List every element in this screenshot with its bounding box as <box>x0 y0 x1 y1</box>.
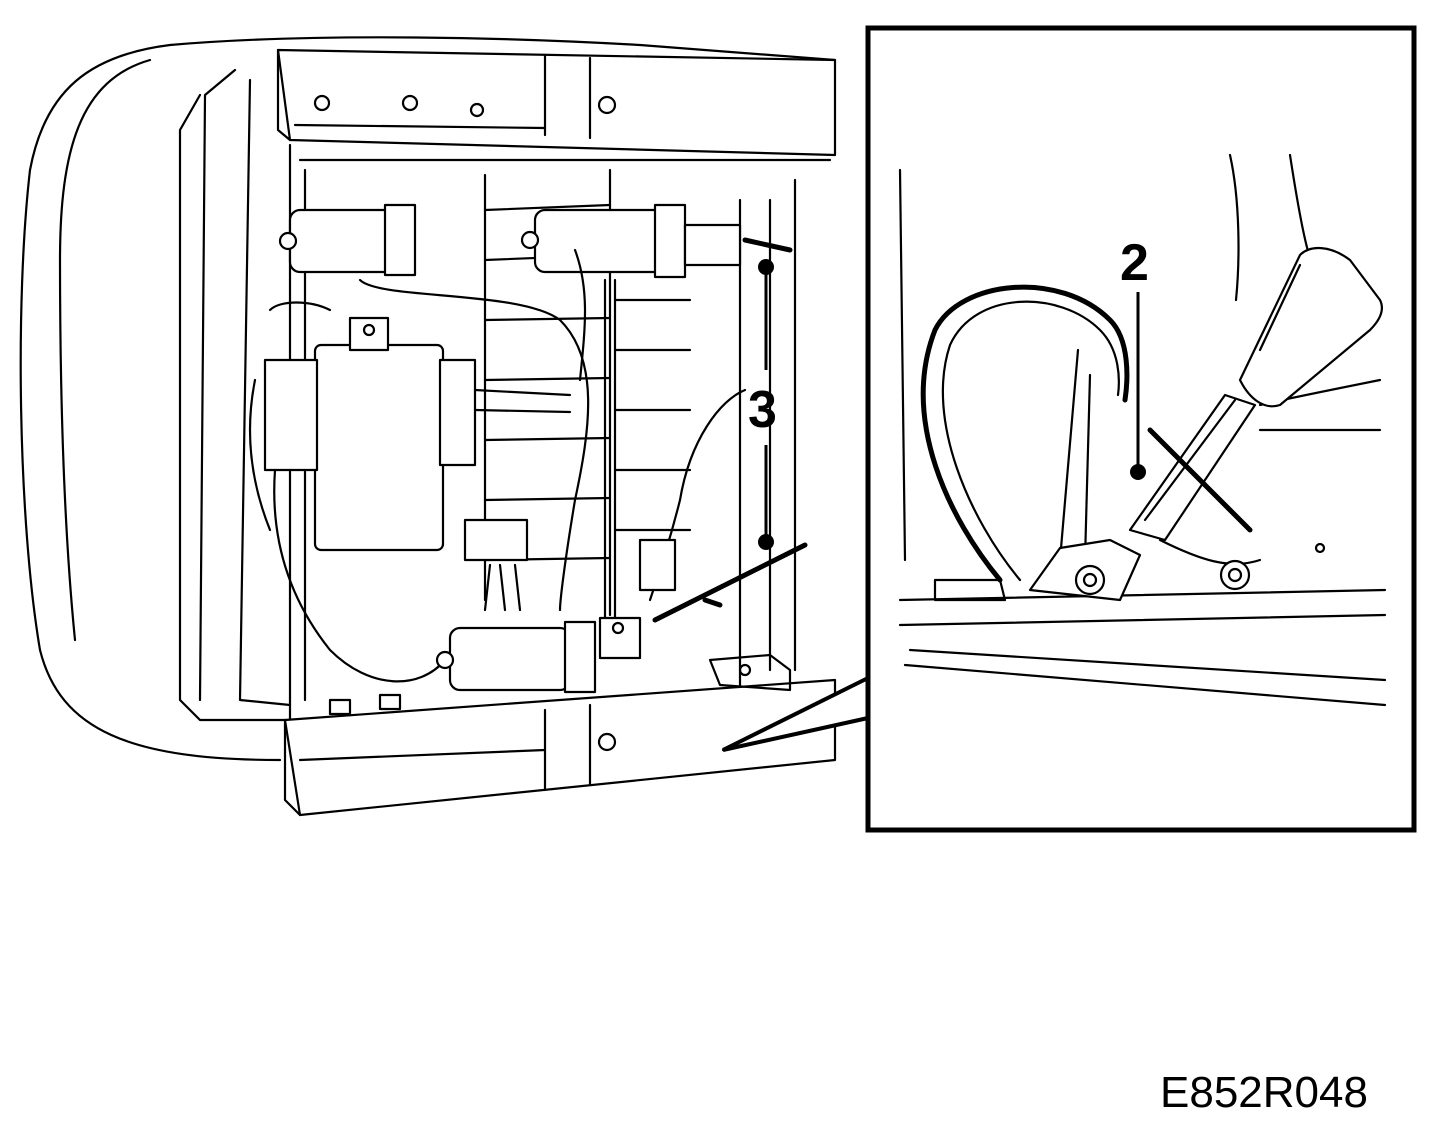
callout-3: 3 <box>748 259 777 550</box>
callout-2-label: 2 <box>1120 234 1149 292</box>
wiring-harness <box>248 248 747 683</box>
motor-lower <box>435 616 642 694</box>
figure-id: E852R048 <box>1160 1068 1368 1117</box>
callout-2: 2 <box>1120 234 1149 480</box>
motor-upper-right <box>520 203 742 279</box>
motor-upper-left <box>278 203 417 277</box>
detail-inset <box>721 25 1417 833</box>
seat-underside-view <box>19 36 837 817</box>
control-module <box>263 301 477 552</box>
seat-belt-buckle <box>1128 247 1384 542</box>
callout-3-label: 3 <box>748 381 777 439</box>
